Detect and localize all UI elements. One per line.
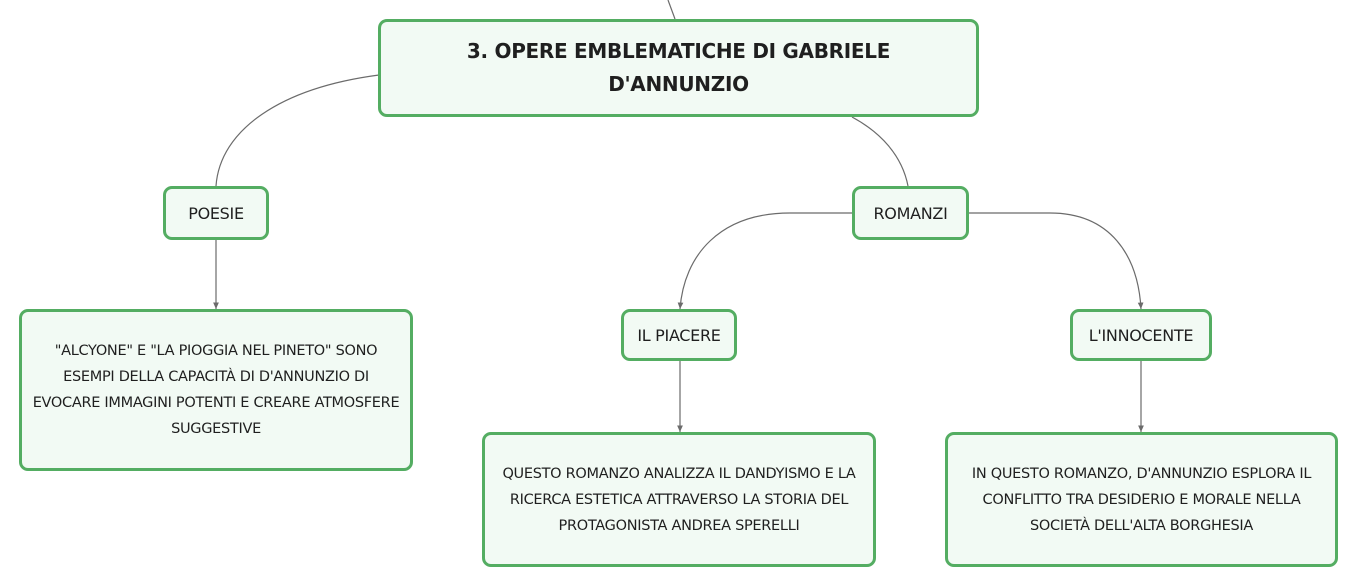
poesie-description-node[interactable]: "ALCYONE" E "LA PIOGGIA NEL PINETO" SONO… bbox=[19, 309, 413, 471]
root-node[interactable]: 3. OPERE EMBLEMATICHE DI GABRIELE D'ANNU… bbox=[378, 19, 979, 117]
l-innocente-node[interactable]: L'INNOCENTE bbox=[1070, 309, 1212, 361]
poesie-label: POESIE bbox=[188, 203, 244, 223]
l-innocente-description-node[interactable]: IN QUESTO ROMANZO, D'ANNUNZIO ESPLORA IL… bbox=[945, 432, 1338, 567]
il-piacere-description-node[interactable]: QUESTO ROMANZO ANALIZZA IL DANDYISMO E L… bbox=[482, 432, 876, 567]
romanzi-label: ROMANZI bbox=[873, 203, 948, 223]
romanzi-node[interactable]: ROMANZI bbox=[852, 186, 969, 240]
connector-incoming bbox=[667, 0, 676, 20]
connector-romanzi-innocente bbox=[969, 212, 1144, 310]
l-innocente-label: L'INNOCENTE bbox=[1088, 325, 1194, 345]
l-innocente-description: IN QUESTO ROMANZO, D'ANNUNZIO ESPLORA IL… bbox=[971, 465, 1312, 534]
connector-root-romanzi bbox=[851, 116, 909, 187]
connector-romanzi-piacere bbox=[677, 212, 852, 310]
connector-root-poesie bbox=[215, 74, 380, 187]
poesie-description: "ALCYONE" E "LA PIOGGIA NEL PINETO" SONO… bbox=[32, 343, 400, 437]
poesie-node[interactable]: POESIE bbox=[163, 186, 269, 240]
il-piacere-node[interactable]: IL PIACERE bbox=[621, 309, 737, 361]
il-piacere-description: QUESTO ROMANZO ANALIZZA IL DANDYISMO E L… bbox=[502, 465, 856, 534]
root-title: 3. OPERE EMBLEMATICHE DI GABRIELE D'ANNU… bbox=[466, 39, 891, 96]
il-piacere-label: IL PIACERE bbox=[637, 325, 721, 345]
